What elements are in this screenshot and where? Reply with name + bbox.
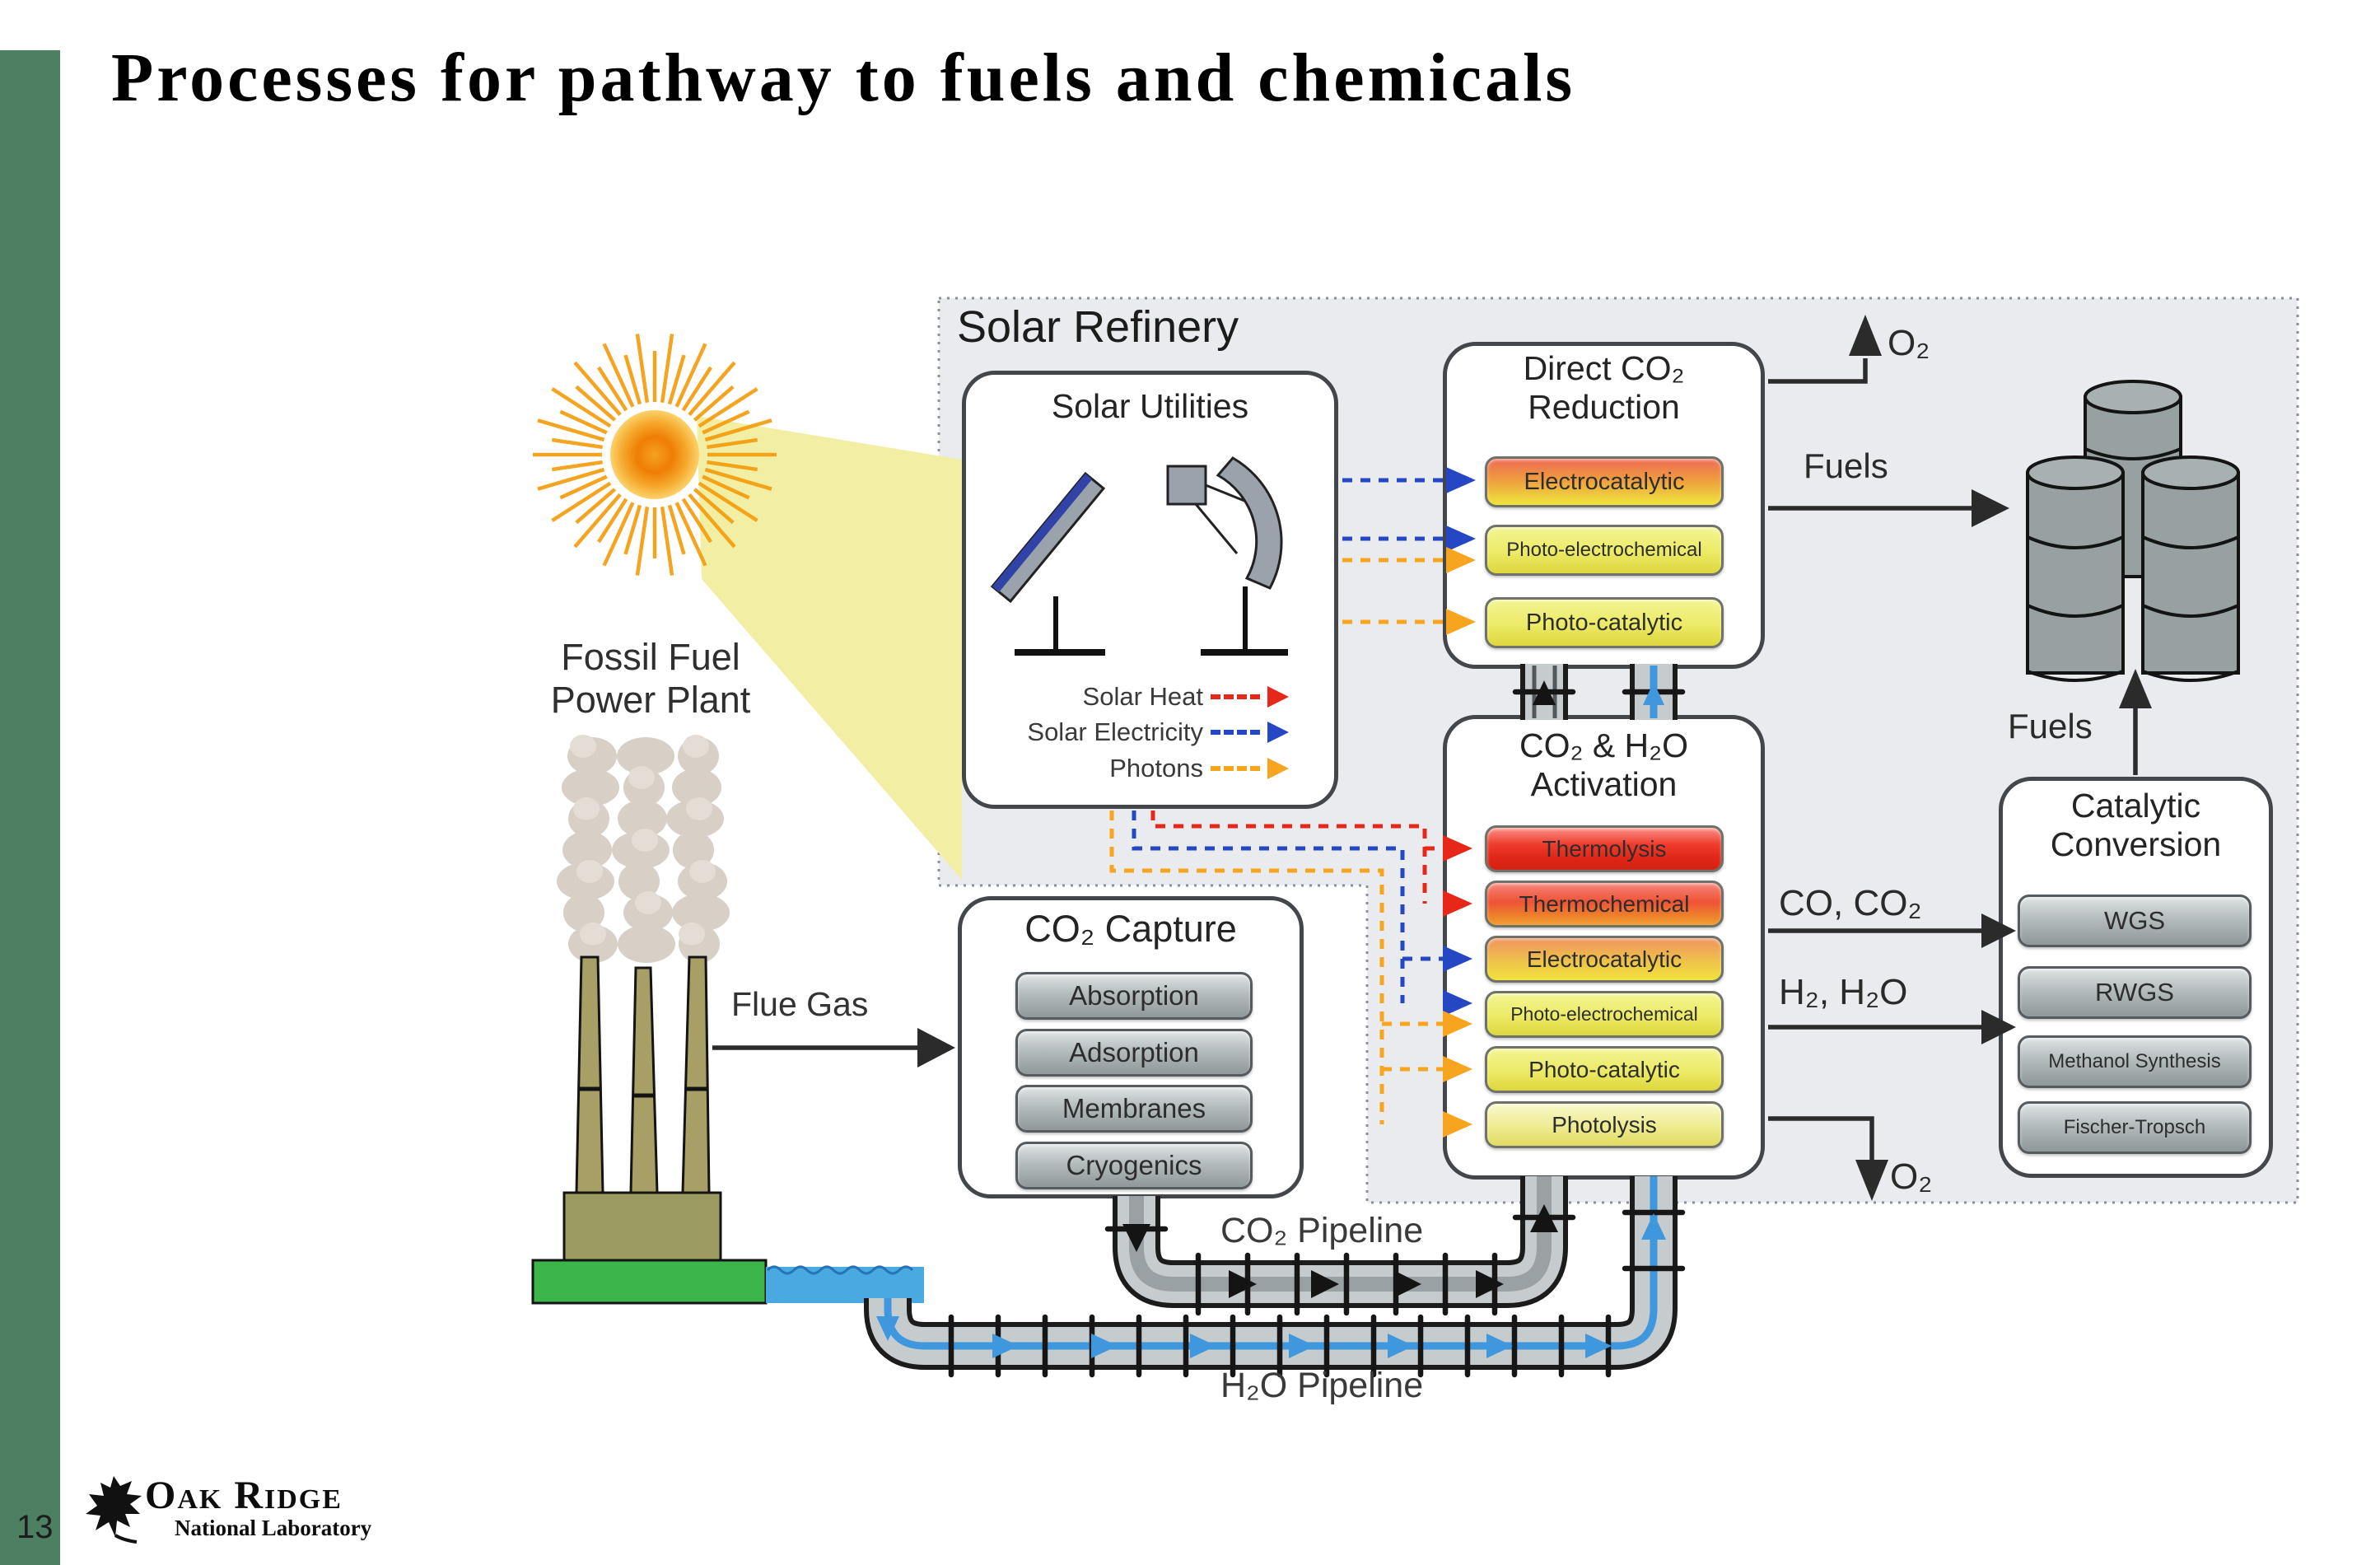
- oil-barrels-icon: [2026, 380, 2240, 682]
- fuels-to-barrels-label: Fuels: [1804, 446, 1888, 485]
- legend-solar-electricity-label: Solar Electricity: [1027, 717, 1203, 746]
- legend-solar-heat: Solar Heat: [976, 680, 1289, 713]
- h2-h2o-label: H₂, H₂O: [1779, 972, 1908, 1012]
- pill-adsorption: Adsorption: [1015, 1029, 1253, 1077]
- logo-org-name: Oak Ridge: [145, 1474, 343, 1517]
- fuels-from-catalytic-label: Fuels: [2008, 707, 2093, 745]
- sun-beam: [697, 416, 962, 880]
- slide-number: 13: [16, 1509, 54, 1545]
- pill-membranes: Membranes: [1015, 1085, 1253, 1133]
- pill-methanol-synthesis: Methanol Synthesis: [2018, 1035, 2252, 1088]
- flue-gas-label: Flue Gas: [731, 985, 869, 1023]
- pill-photo-catalytic-activation: Photo-catalytic: [1485, 1046, 1724, 1093]
- pill-electrocatalytic-direct: Electrocatalytic: [1485, 456, 1724, 507]
- power-plant-icon: [531, 735, 924, 1305]
- legend-photons-label: Photons: [1109, 754, 1203, 782]
- sun-icon: [533, 334, 777, 576]
- pill-wgs: WGS: [2018, 895, 2252, 947]
- pill-photo-electrochemical-direct: Photo-electrochemical: [1485, 525, 1724, 576]
- h2o-pipeline-label: H₂O Pipeline: [1220, 1366, 1424, 1405]
- oak-leaf-icon: [86, 1476, 142, 1544]
- pill-electrocatalytic-activation: Electrocatalytic: [1485, 936, 1724, 983]
- o2-top-label: O₂: [1888, 323, 1930, 363]
- pill-photolysis: Photolysis: [1485, 1101, 1724, 1148]
- o2-bottom-label: O₂: [1890, 1156, 1933, 1197]
- pill-rwgs: RWGS: [2018, 966, 2252, 1019]
- left-accent-bar: [0, 50, 60, 1565]
- photons-arrow-icon: [1267, 758, 1289, 779]
- power-plant-label-line2: Power Plant: [550, 678, 751, 721]
- logo-org-subtitle: National Laboratory: [175, 1516, 372, 1540]
- pill-fischer-tropsch: Fischer-Tropsch: [2018, 1101, 2252, 1154]
- page-title: Processes for pathway to fuels and chemi…: [111, 40, 1576, 116]
- photons-dash-icon: [1211, 766, 1260, 771]
- direct-co2-title-line2: Reduction: [1528, 388, 1680, 427]
- activation-title-line1: CO₂ & H₂O: [1519, 726, 1688, 764]
- solar-electricity-arrow-icon: [1267, 722, 1289, 743]
- legend-photons: Photons: [976, 752, 1289, 785]
- solar-utilities-title: Solar Utilities: [1051, 387, 1249, 425]
- activation-title-line2: Activation: [1530, 765, 1678, 804]
- pill-thermochemical: Thermochemical: [1485, 881, 1724, 927]
- power-plant-label-line1: Fossil Fuel: [561, 636, 740, 678]
- pill-absorption: Absorption: [1015, 972, 1253, 1020]
- solar-heat-arrow-icon: [1267, 686, 1289, 708]
- legend-solar-electricity: Solar Electricity: [976, 716, 1289, 749]
- catalytic-title-line2: Conversion: [2050, 825, 2222, 864]
- pill-cryogenics: Cryogenics: [1015, 1142, 1253, 1189]
- pill-photo-electrochemical-activation: Photo-electrochemical: [1485, 991, 1724, 1038]
- pill-thermolysis: Thermolysis: [1485, 825, 1724, 872]
- direct-co2-title-line1: Direct CO₂: [1523, 349, 1685, 387]
- solar-refinery-label: Solar Refinery: [957, 302, 1239, 352]
- legend-solar-heat-label: Solar Heat: [1082, 682, 1203, 711]
- solar-electricity-dash-icon: [1211, 730, 1260, 735]
- co2-pipeline-label: CO₂ Pipeline: [1220, 1211, 1424, 1250]
- co-co2-label: CO, CO₂: [1779, 883, 1922, 923]
- co2-capture-title: CO₂ Capture: [1024, 908, 1237, 950]
- pill-photo-catalytic-direct: Photo-catalytic: [1485, 597, 1724, 648]
- solar-heat-dash-icon: [1211, 694, 1260, 699]
- catalytic-title-line1: Catalytic: [2070, 787, 2201, 825]
